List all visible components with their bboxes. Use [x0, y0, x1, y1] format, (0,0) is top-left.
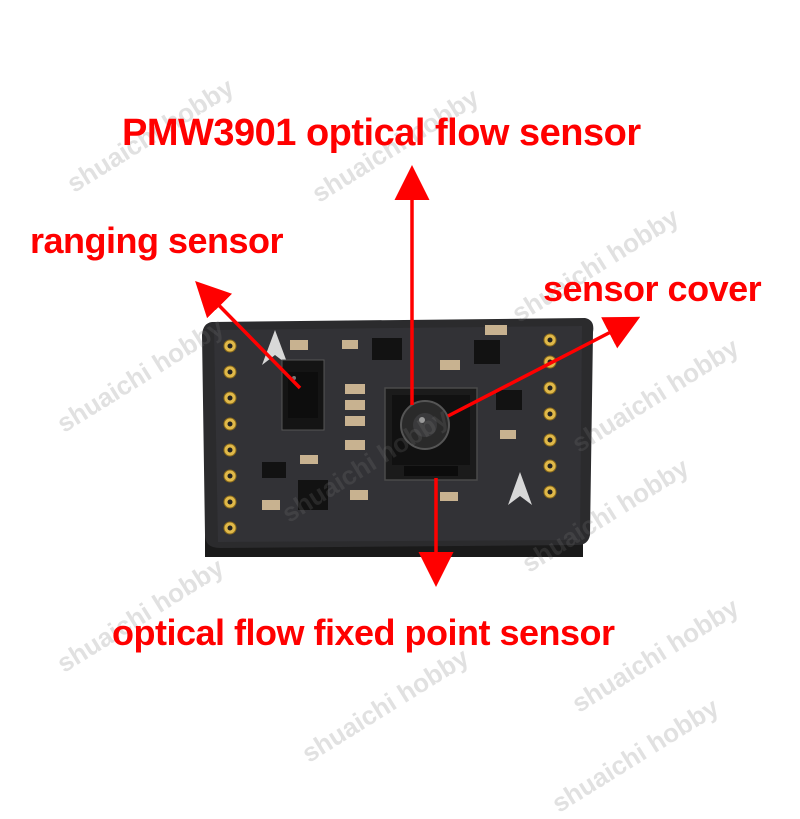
label-fixed-point-sensor: optical flow fixed point sensor [112, 612, 615, 653]
label-ranging-sensor: ranging sensor [30, 220, 284, 261]
annotation-arrows [195, 165, 641, 587]
label-sensor-cover: sensor cover [543, 268, 762, 309]
ranging-sensor-chip [281, 359, 325, 431]
arrow-cover [447, 316, 641, 418]
pmw3901-sensor [384, 387, 478, 481]
arrow-ranging [195, 281, 302, 390]
smd-components [262, 325, 522, 510]
product-photo: shuaichi hobby shuaichi hobby shuaichi h… [30, 72, 762, 818]
silkscreen-arrow-right [508, 472, 532, 505]
sensor-board-illustration [202, 318, 594, 557]
label-pmw3901-sensor: PMW3901 optical flow sensor [122, 112, 641, 154]
